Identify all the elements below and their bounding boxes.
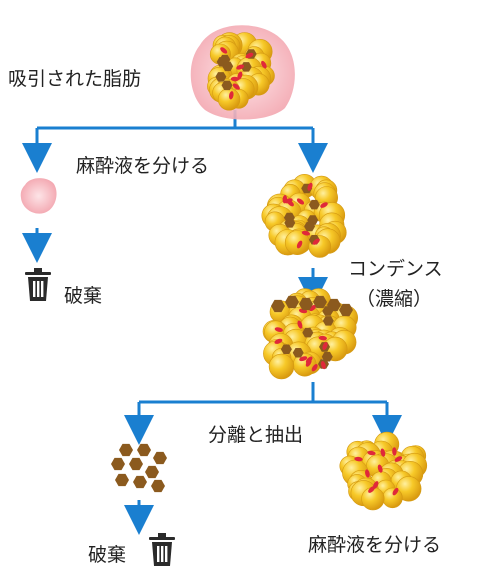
red-blood-cell xyxy=(368,486,375,493)
red-blood-cell xyxy=(230,76,240,82)
red-blood-cell xyxy=(354,456,363,462)
stromal-cell-hex xyxy=(111,457,125,471)
stromal-cell-hex xyxy=(145,465,159,479)
stromal-cell-hex xyxy=(153,451,167,465)
label-separate-anesthetic-top: 麻酔液を分ける xyxy=(76,155,210,177)
stromal-cell-hex xyxy=(137,443,151,457)
red-blood-cell xyxy=(320,202,328,208)
stromal-cell-hex xyxy=(299,297,313,311)
stromal-cell-hex xyxy=(327,298,341,312)
red-blood-cell xyxy=(320,361,326,370)
stromal-cell-hex xyxy=(280,344,292,354)
red-blood-cell xyxy=(274,327,283,332)
trash-icon xyxy=(25,268,51,301)
label-discard-top: 破棄 xyxy=(64,285,103,307)
red-blood-cell xyxy=(312,238,320,245)
fat-globule xyxy=(217,88,241,111)
stromal-cell-hex xyxy=(322,316,334,326)
red-blood-cell xyxy=(380,448,386,457)
stromal-cell-hex xyxy=(151,479,165,493)
red-blood-cell xyxy=(392,487,399,496)
red-blood-cell xyxy=(307,182,313,191)
fat-globule xyxy=(268,353,295,380)
red-blood-cell xyxy=(236,64,245,70)
red-blood-cell xyxy=(394,456,403,462)
label-condense-paren: （濃縮） xyxy=(356,288,433,310)
stromal-cell-hex xyxy=(302,327,314,338)
stromal-cell-hex xyxy=(115,473,129,487)
label-condense: コンデンス xyxy=(348,258,443,280)
stromal-cell-hex xyxy=(285,295,299,309)
stromal-cell-hex xyxy=(271,299,285,313)
red-blood-cell xyxy=(322,342,328,350)
stromal-cell-hex xyxy=(222,61,234,72)
red-blood-cell xyxy=(261,60,267,69)
trash-icon xyxy=(149,533,175,566)
label-discard-bottom: 破棄 xyxy=(88,544,127,566)
red-blood-cell xyxy=(228,91,234,100)
stromal-cell-hex xyxy=(304,221,316,232)
separated-fat-cluster xyxy=(261,174,347,258)
anesthetic-fluid-drop xyxy=(20,178,57,214)
stromal-fraction-cluster xyxy=(111,443,167,493)
label-separate-extract: 分離と抽出 xyxy=(208,424,304,446)
stromal-cell-hex xyxy=(119,443,133,457)
red-blood-cell xyxy=(367,450,376,456)
red-blood-cell xyxy=(237,71,243,80)
red-blood-cell xyxy=(245,52,254,59)
stromal-cell-hex xyxy=(313,295,327,309)
extracted-fat-cluster xyxy=(339,431,428,511)
stromal-cell-hex xyxy=(339,303,353,317)
red-blood-cell xyxy=(305,359,312,367)
red-blood-cell xyxy=(220,47,228,54)
red-blood-cell xyxy=(274,338,283,344)
red-blood-cell xyxy=(299,356,308,362)
red-blood-cell xyxy=(311,364,318,372)
red-blood-cell xyxy=(282,195,288,204)
red-blood-cell xyxy=(365,469,370,478)
label-suctioned-fat: 吸引された脂肪 xyxy=(8,68,142,90)
stromal-cell-hex xyxy=(129,457,143,471)
fat-globule xyxy=(382,487,403,509)
stromal-cell-hex xyxy=(221,80,233,91)
stromal-cell-hex xyxy=(215,72,227,82)
red-blood-cell xyxy=(392,447,397,456)
flow-arrows xyxy=(22,110,402,535)
stromal-cell-hex xyxy=(284,218,296,228)
red-blood-cell xyxy=(232,83,240,90)
stromal-cell-hex xyxy=(321,351,333,362)
stromal-cell-hex xyxy=(240,62,252,72)
red-blood-cell xyxy=(377,464,383,473)
stromal-cell-hex xyxy=(133,475,147,489)
red-blood-cell xyxy=(296,198,305,205)
red-blood-cell xyxy=(301,230,311,236)
red-blood-cell xyxy=(297,320,303,329)
stromal-cell-hex xyxy=(308,199,320,210)
stromal-cell-hex xyxy=(292,348,304,358)
red-blood-cell xyxy=(318,335,327,341)
red-blood-cell xyxy=(296,240,303,249)
label-separate-anesthetic-bottom: 麻酔液を分ける xyxy=(308,534,442,556)
suctioned-fat-cluster xyxy=(207,32,275,111)
red-blood-cell xyxy=(309,304,317,312)
condensed-hex-row xyxy=(271,295,353,317)
